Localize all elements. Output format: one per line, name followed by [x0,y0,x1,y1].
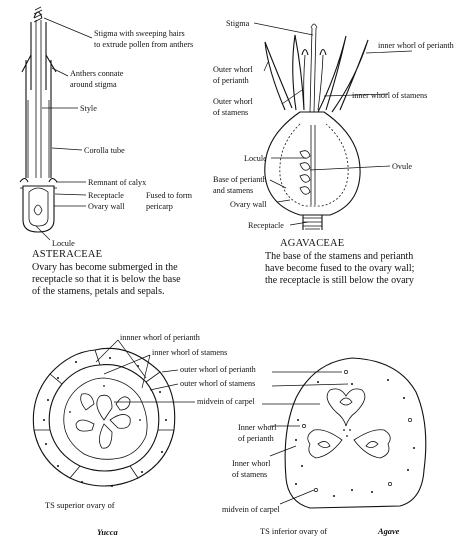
label-ag-outer-perianth: Outer whorl [213,65,254,74]
ts-agave-leaders [262,371,349,505]
yucca-caption-taxon: Yucca [97,528,118,537]
label-ag-base: Base of perianth [213,175,267,184]
asteraceae-floret-drawing [19,6,58,233]
label-agave-inner-stamens: Inner whorl [232,459,271,468]
label-agave-inner-perianth: Inner whorl [238,423,277,432]
label-yucca-inner-perianth: innner whorl of perianth [120,333,200,342]
label-ag-receptacle: Receptacle [248,221,284,230]
agave-caption: TS inferior ovary of [260,527,327,536]
label-fused-form: Fused to form [146,191,193,200]
label-anthers-connate: Anthers connate [70,69,124,78]
agavaceae-title: AGAVACEAE [280,238,344,249]
label-yucca-outer-perianth: outer whorl of perianth [180,365,256,374]
ts-agave-dots [295,370,415,497]
label-remnant-calyx: Remnant of calyx [88,178,146,187]
label-ag-ovary-wall: Ovary wall [230,200,267,209]
asteraceae-desc-3: of the stamens, petals and sepals. [32,286,164,297]
label-ag-inner-stamens: inner whorl of stamens [352,91,427,100]
agave-caption-taxon: Agave [377,527,400,536]
label-yucca-outer-stamens: outer whorl of stamens [180,379,255,388]
label-ovary-wall: Ovary wall [88,202,125,211]
agavaceae-desc-3: the receptacle is still below the ovary [265,275,414,286]
agavaceae-flower-drawing [264,23,369,230]
label-fused-pericarp: pericarp [146,202,173,211]
agavaceae-desc-2: have become fused to the ovary wall; [265,263,415,274]
ts-yucca-dots [43,357,167,487]
asteraceae-leaders [35,17,93,241]
label-agave-inner-perianth-2: of perianth [238,434,274,443]
label-ag-outer-stamens: Outer whorl [213,97,254,106]
label-ag-outer-perianth-2: of perianth [213,76,249,85]
label-ag-base-2: and stamens [213,186,253,195]
agavaceae-desc-1: The base of the stamens and perianth [265,251,413,262]
label-anthers-connate-2: around stigma [70,80,117,89]
label-ag-inner-perianth: inner whorl of perianth [378,41,454,50]
label-receptacle: Receptacle [88,191,124,200]
label-agave-inner-stamens-2: of stamens [232,470,267,479]
label-agave-midvein: midvein of carpel [222,505,280,514]
label-ag-stigma: Stigma [226,19,250,28]
label-style: Style [80,104,97,113]
label-stigma-hairs-2: to extrude pollen from anthers [94,40,193,49]
ts-yucca-leaders [95,339,195,403]
label-ag-ovule: Ovule [392,162,412,171]
agavaceae-leaders [253,22,413,226]
label-corolla-tube: Corolla tube [84,146,125,155]
yucca-caption: TS superior ovary of [45,501,115,510]
label-yucca-inner-stamens: inner whorl of stamens [152,348,227,357]
label-locule: Locule [52,239,75,248]
label-stigma-hairs: Stigma with sweeping hairs [94,29,185,38]
asteraceae-desc-2: receptacle so that it is below the base [32,274,181,285]
label-ag-locule: Locule [244,154,267,163]
ts-yucca-drawing [32,347,176,487]
label-yucca-midvein: midvein of carpel [197,397,255,406]
asteraceae-title: ASTERACEAE [32,249,102,260]
asteraceae-desc-1: Ovary has become submerged in the [32,262,178,273]
ts-agave-drawing [284,357,427,509]
label-ag-outer-stamens-2: of stamens [213,108,248,117]
